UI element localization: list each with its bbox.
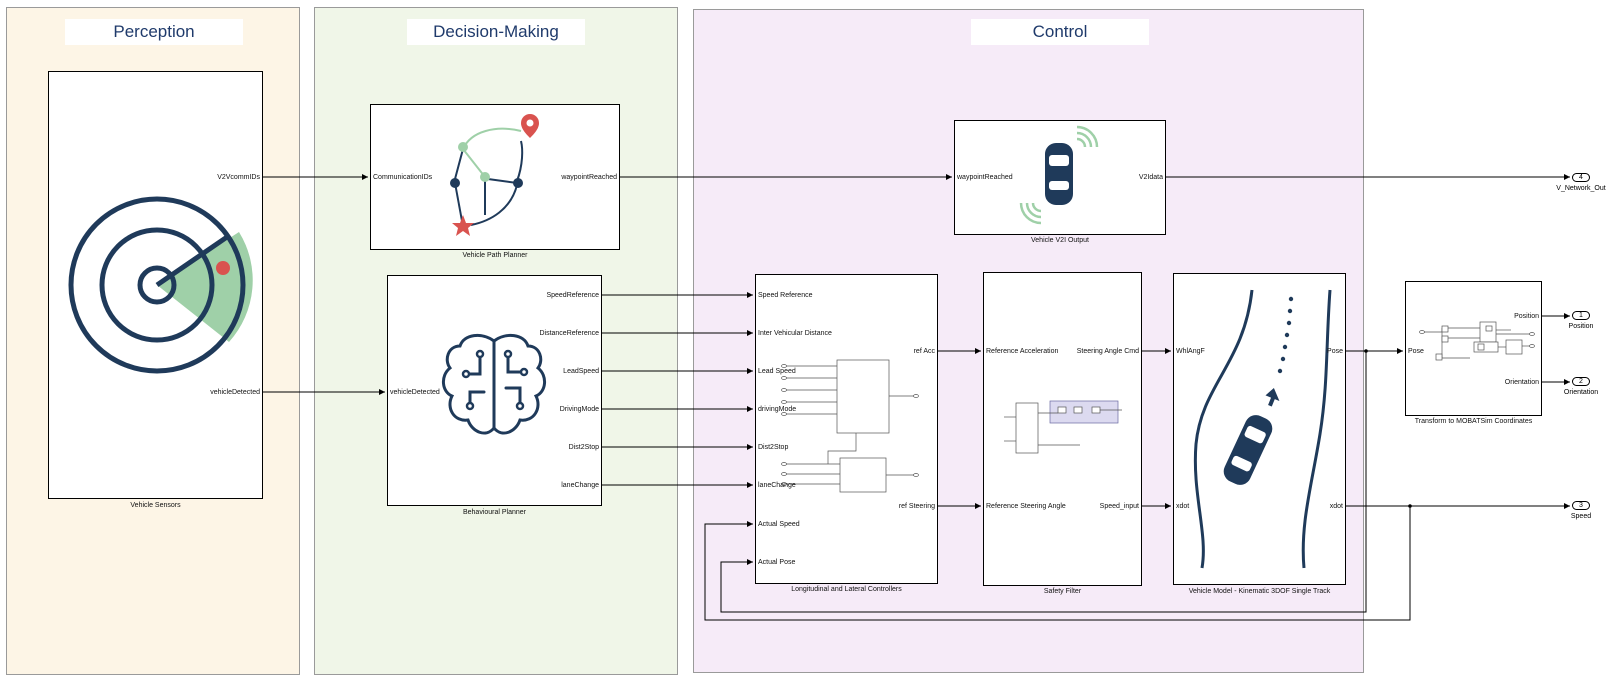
behavioural-planner-port-distancereference: DistanceReference — [539, 330, 599, 337]
connected-car-icon — [1019, 125, 1099, 225]
outport-v-network-out-label: V_Network_Out — [1556, 185, 1606, 192]
behavioural-planner-port-dist2stop: Dist2Stop — [568, 444, 599, 451]
perception-title: Perception — [65, 19, 243, 45]
safety-filter-preview — [1004, 400, 1122, 454]
safety-port-speed-input: Speed_input — [1099, 503, 1139, 510]
behavioural-planner-port-vehicledetected: vehicleDetected — [390, 389, 440, 396]
vehicle-model-port-xdot-out: xdot — [1329, 503, 1343, 510]
safety-port-steering-angle-cmd: Steering Angle Cmd — [1076, 348, 1139, 355]
brain-icon — [442, 333, 546, 435]
transform-port-orientation: Orientation — [1504, 379, 1539, 386]
path-planner-port-communicationids: CommunicationIDs — [373, 174, 433, 181]
controllers-block[interactable]: Speed Reference Inter Vehicular Distance… — [755, 274, 938, 584]
path-planner-block[interactable]: CommunicationIDs waypointReached — [370, 104, 620, 250]
vehicle-road-icon — [1193, 289, 1332, 569]
vehicle-sensors-block[interactable]: V2VcommIDs vehicleDetected — [48, 71, 263, 499]
outport-orientation[interactable]: 2 — [1572, 377, 1590, 386]
radar-icon — [68, 196, 253, 374]
outport-orientation-label: Orientation — [1563, 389, 1599, 396]
vehicle-model-port-pose: Pose — [1327, 348, 1343, 355]
transform-port-pose: Pose — [1408, 348, 1424, 355]
controllers-port-ref-steering: ref Steering — [898, 503, 935, 510]
v2i-output-block[interactable]: waypointReached V2Idata — [954, 120, 1166, 235]
outport-position[interactable]: 1 — [1572, 311, 1590, 320]
controllers-port-inter-vehicular-distance: Inter Vehicular Distance — [758, 330, 832, 337]
sensors-port-v2vcommids: V2VcommIDs — [217, 174, 260, 181]
path-planner-port-waypointreached: waypointReached — [561, 174, 617, 181]
vehicle-model-block[interactable]: WhlAngF xdot Pose xdot — [1173, 273, 1346, 585]
vehicle-model-port-xdot-in: xdot — [1176, 503, 1190, 510]
outport-speed[interactable]: 3 — [1572, 501, 1590, 510]
safety-filter-block[interactable]: Reference Acceleration Reference Steerin… — [983, 272, 1142, 586]
decision-title: Decision-Making — [407, 19, 585, 45]
v2i-output-label: Vehicle V2I Output — [1031, 237, 1089, 244]
v2i-port-waypointreached: waypointReached — [957, 174, 1013, 181]
outport-position-label: Position — [1568, 323, 1594, 330]
controller-subsystem-preview — [781, 359, 919, 493]
controllers-label: Longitudinal and Lateral Controllers — [791, 586, 902, 593]
path-planner-label: Vehicle Path Planner — [462, 252, 528, 259]
behavioural-planner-port-speedreference: SpeedReference — [546, 292, 599, 299]
behavioural-planner-port-lanechange: laneChange — [561, 482, 599, 489]
safety-filter-label: Safety Filter — [1043, 588, 1082, 595]
transform-block[interactable]: Pose Position Orientation — [1405, 281, 1542, 416]
vehicle-model-label: Vehicle Model - Kinematic 3DOF Single Tr… — [1188, 588, 1331, 595]
controllers-port-ref-acc: ref Acc — [913, 348, 935, 355]
vehicle-model-port-whlangf: WhlAngF — [1176, 348, 1205, 355]
control-title: Control — [971, 19, 1149, 45]
controllers-port-lead-speed: Lead Speed — [758, 368, 796, 375]
behavioural-planner-port-leadspeed: LeadSpeed — [563, 368, 599, 375]
controllers-port-drivingmode: drivingMode — [758, 406, 797, 413]
controllers-port-speed-reference: Speed Reference — [758, 292, 813, 299]
controllers-port-lanechange: laneChange — [758, 482, 796, 489]
safety-port-reference-acceleration: Reference Acceleration — [986, 348, 1059, 355]
behavioural-planner-block[interactable]: vehicleDetected SpeedReference DistanceR… — [387, 275, 602, 506]
transform-label: Transform to MOBATSim Coordinates — [1414, 418, 1533, 425]
behavioural-planner-port-drivingmode: DrivingMode — [559, 406, 599, 413]
outport-v-network-out[interactable]: 4 — [1572, 173, 1590, 182]
behavioural-planner-label: Behavioural Planner — [462, 509, 527, 516]
sensors-port-vehicledetected: vehicleDetected — [210, 389, 260, 396]
path-graph-icon — [450, 114, 539, 236]
transform-port-position: Position — [1514, 313, 1539, 320]
vehicle-sensors-label: Vehicle Sensors — [130, 502, 181, 509]
transform-subsystem-preview — [1419, 321, 1535, 361]
safety-port-reference-steering-angle: Reference Steering Angle — [986, 503, 1066, 510]
controllers-port-actual-pose: Actual Pose — [758, 559, 796, 566]
outport-speed-label: Speed — [1570, 513, 1592, 520]
v2i-port-v2idata: V2Idata — [1138, 174, 1163, 181]
controllers-port-actual-speed: Actual Speed — [758, 521, 800, 528]
controllers-port-dist2stop: Dist2Stop — [758, 444, 789, 451]
